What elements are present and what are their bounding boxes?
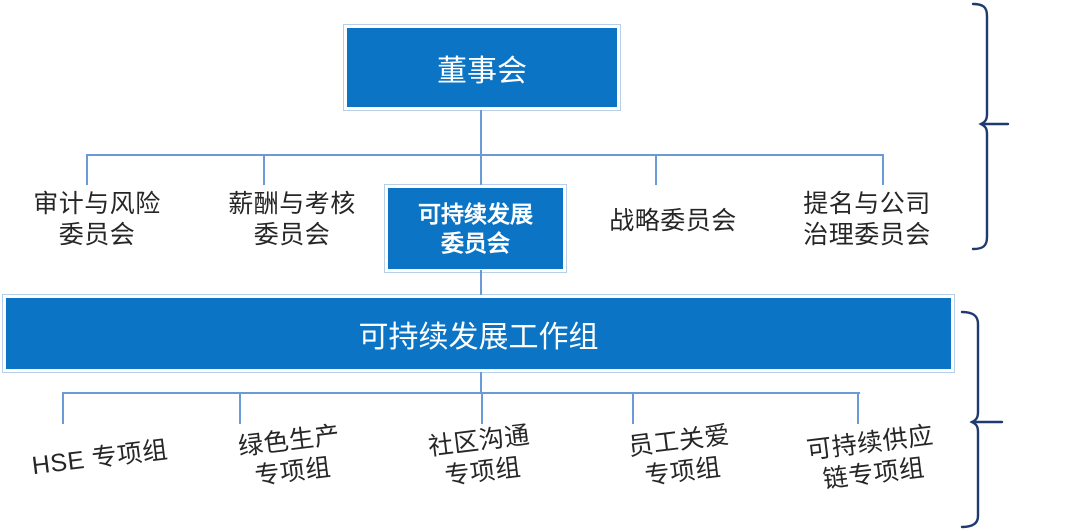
committee-remuneration-line2: 委员会 (253, 221, 331, 249)
committee-strategy: 战略委员会 (583, 206, 763, 237)
connector-drop-supply (857, 392, 859, 424)
taskforce-hse-line1: HSE 专项组 (30, 435, 170, 481)
committee-sustainability-box: 可持续发展 委员会 (385, 185, 566, 272)
committee-remuneration: 薪酬与考核 委员会 (202, 189, 382, 251)
connector-drop-strategy (655, 154, 657, 185)
working-group-label: 可持续发展工作组 (358, 320, 599, 354)
connector-committee-to-workgroup (480, 270, 482, 296)
taskforce-employee-care: 员工关爱 专项组 (588, 415, 774, 498)
committee-remuneration-line1: 薪酬与考核 (228, 190, 356, 218)
connector-board-down (480, 110, 482, 155)
connector-drop-community (481, 392, 483, 424)
committee-sustainability-line2: 委员会 (441, 229, 510, 256)
committee-nomination-line1: 提名与公司 (803, 190, 931, 218)
taskforce-green-production: 绿色生产 专项组 (198, 415, 384, 498)
brace-governance-level-icon (971, 2, 1010, 251)
committee-audit-risk-line2: 委员会 (58, 221, 136, 249)
connector-drop-green (239, 392, 241, 424)
board-box: 董事会 (344, 25, 620, 110)
committee-sustainability-line1: 可持续发展 (418, 200, 533, 227)
committee-audit-risk: 审计与风险 委员会 (7, 189, 187, 251)
connector-drop-remuneration (263, 154, 265, 185)
connector-drop-employee (632, 392, 634, 424)
connector-drop-sustainability (480, 154, 482, 185)
working-group-bar: 可持续发展工作组 (3, 295, 954, 372)
connector-workgroup-down (480, 372, 482, 393)
committee-strategy-line1: 战略委员会 (609, 207, 737, 235)
committee-nomination: 提名与公司 治理委员会 (777, 189, 957, 251)
connector-committees-horizontal (86, 154, 884, 156)
board-label: 董事会 (437, 54, 527, 88)
connector-drop-nomination (882, 154, 884, 185)
connector-drop-hse (62, 392, 64, 424)
connector-taskforces-horizontal (62, 392, 860, 394)
taskforce-supply-chain: 可持续供应 链专项组 (779, 417, 965, 500)
taskforce-hse: HSE 专项组 (9, 432, 191, 485)
committee-audit-risk-line1: 审计与风险 (33, 190, 161, 218)
brace-execution-level-icon (960, 310, 1004, 529)
connector-drop-audit (86, 154, 88, 185)
committee-nomination-line2: 治理委员会 (803, 221, 931, 249)
taskforce-community: 社区沟通 专项组 (388, 415, 574, 498)
